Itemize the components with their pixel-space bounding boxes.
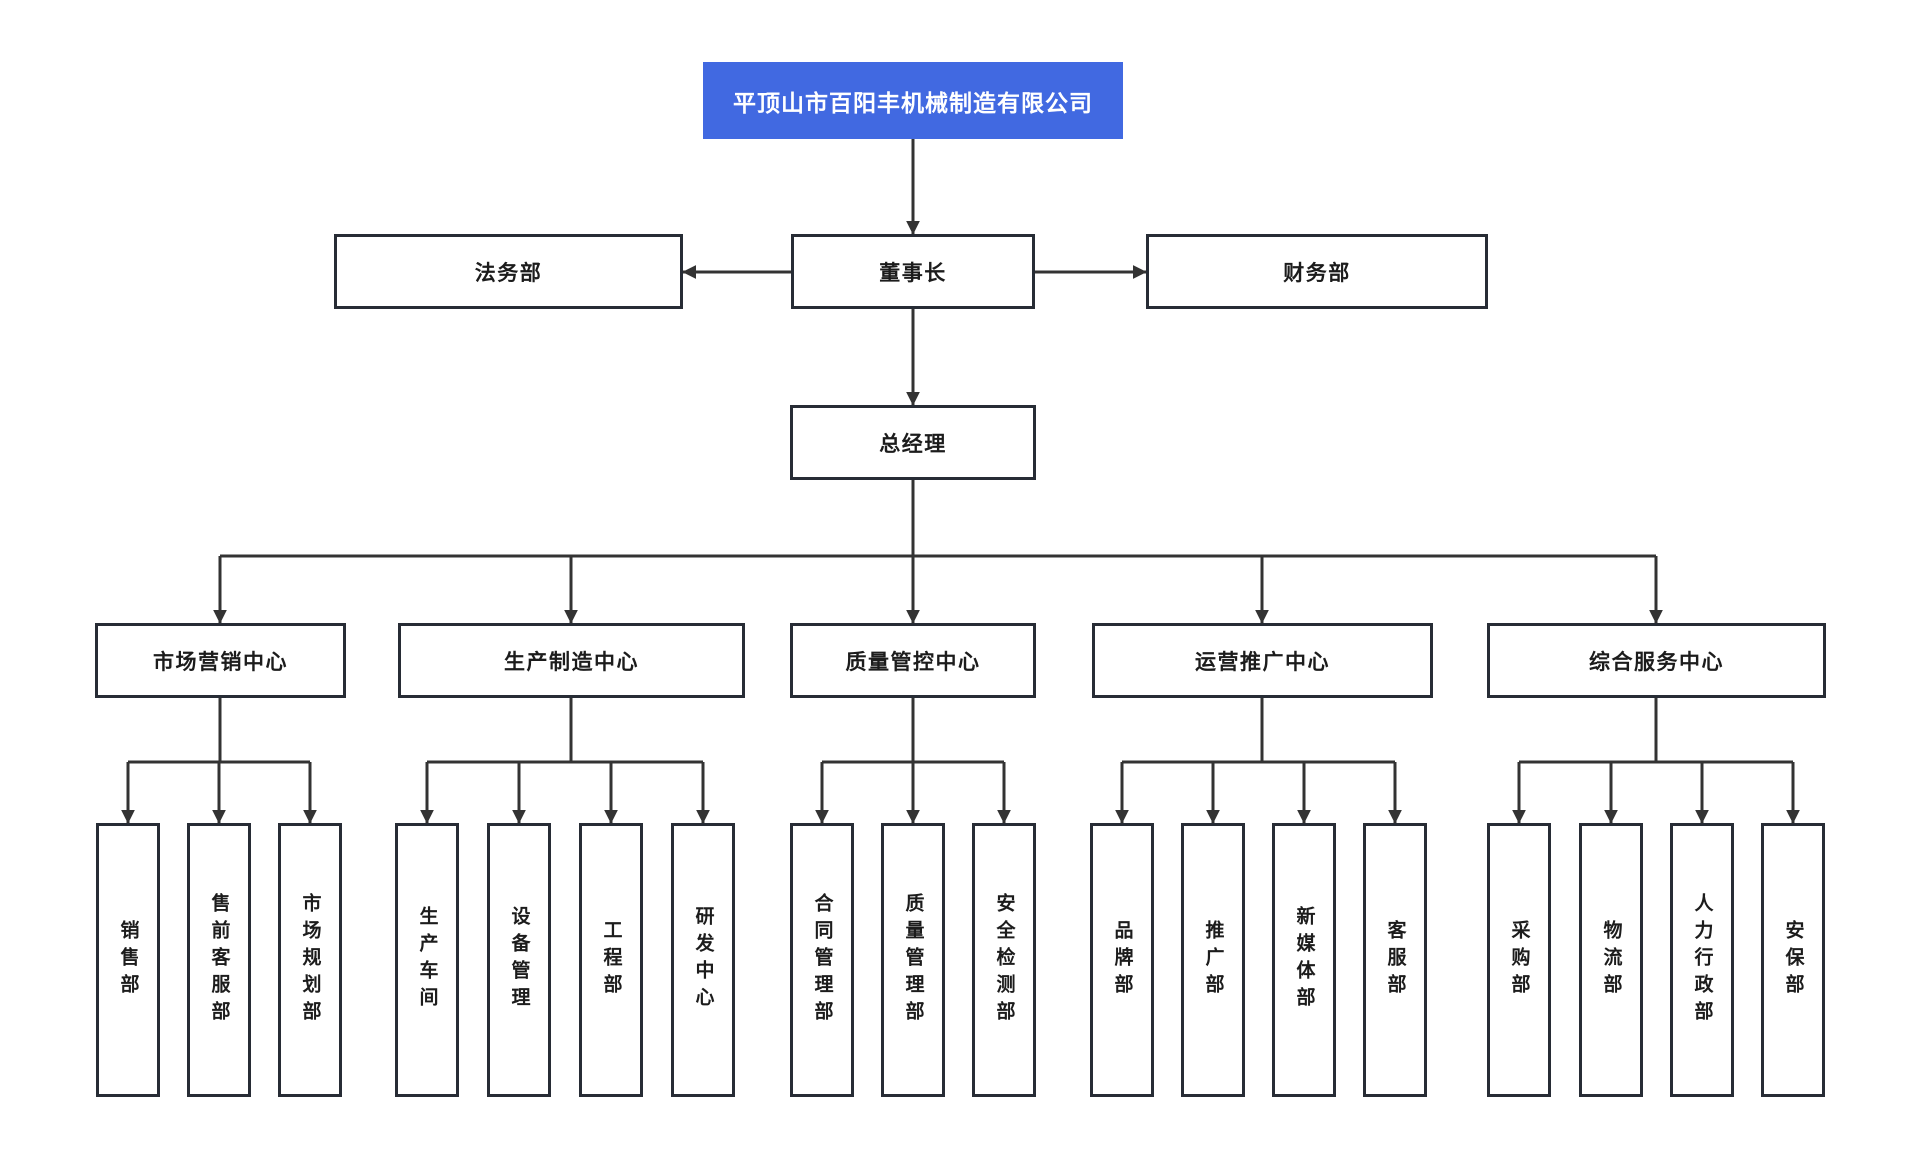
logistics-dept-label: 物流部: [1600, 919, 1622, 1001]
operations-center-label: 运营推广中心: [1195, 650, 1330, 674]
presales-customer-service-dept-label: 售前客服部: [208, 892, 230, 1028]
brand-dept-label: 品牌部: [1111, 919, 1133, 1001]
node-hr-admin-dept: 人力行政部: [1670, 823, 1734, 1097]
node-logistics-dept: 物流部: [1579, 823, 1643, 1097]
contract-management-dept-label: 合同管理部: [811, 892, 833, 1028]
node-legal-dept: 法务部: [334, 234, 683, 309]
node-general-manager: 总经理: [790, 405, 1036, 480]
node-company-root: 平顶山市百阳丰机械制造有限公司: [703, 62, 1123, 139]
services-center-label: 综合服务中心: [1589, 650, 1724, 674]
finance-dept-label: 财务部: [1283, 261, 1351, 285]
node-brand-dept: 品牌部: [1090, 823, 1154, 1097]
node-customer-service-dept: 客服部: [1363, 823, 1427, 1097]
quality-management-dept-label: 质量管理部: [902, 892, 924, 1028]
legal-dept-label: 法务部: [474, 261, 543, 285]
sales-dept-label: 销售部: [117, 919, 139, 1001]
node-finance-dept: 财务部: [1146, 234, 1488, 309]
node-production-workshop: 生产车间: [395, 823, 459, 1097]
node-production-center: 生产制造中心: [398, 623, 745, 698]
node-procurement-dept: 采购部: [1487, 823, 1551, 1097]
quality-center-label: 质量管控中心: [845, 650, 981, 674]
node-chairman: 董事长: [791, 234, 1035, 309]
safety-inspection-dept-label: 安全检测部: [993, 892, 1015, 1028]
node-contract-management-dept: 合同管理部: [790, 823, 854, 1097]
production-center-label: 生产制造中心: [504, 650, 639, 674]
node-promotion-dept: 推广部: [1181, 823, 1245, 1097]
production-workshop-label: 生产车间: [416, 906, 438, 1014]
node-operations-center: 运营推广中心: [1092, 623, 1433, 698]
node-services-center: 综合服务中心: [1487, 623, 1826, 698]
node-quality-center: 质量管控中心: [790, 623, 1036, 698]
node-new-media-dept: 新媒体部: [1272, 823, 1336, 1097]
node-safety-inspection-dept: 安全检测部: [972, 823, 1036, 1097]
market-planning-dept-label: 市场规划部: [299, 892, 321, 1028]
node-sales-dept: 销售部: [96, 823, 160, 1097]
hr-admin-dept-label: 人力行政部: [1691, 892, 1713, 1028]
node-security-dept: 安保部: [1761, 823, 1825, 1097]
rnd-center-label: 研发中心: [692, 906, 714, 1014]
company-root-label: 平顶山市百阳丰机械制造有限公司: [733, 89, 1093, 116]
chairman-label: 董事长: [879, 261, 947, 285]
node-quality-management-dept: 质量管理部: [881, 823, 945, 1097]
procurement-dept-label: 采购部: [1508, 919, 1530, 1001]
node-equipment-management: 设备管理: [487, 823, 551, 1097]
engineering-dept-label: 工程部: [600, 919, 622, 1001]
general-manager-label: 总经理: [879, 432, 947, 456]
customer-service-dept-label: 客服部: [1384, 919, 1406, 1001]
node-market-planning-dept: 市场规划部: [278, 823, 342, 1097]
security-dept-label: 安保部: [1782, 919, 1804, 1001]
node-rnd-center: 研发中心: [671, 823, 735, 1097]
new-media-dept-label: 新媒体部: [1293, 906, 1315, 1014]
node-engineering-dept: 工程部: [579, 823, 643, 1097]
node-marketing-center: 市场营销中心: [95, 623, 346, 698]
equipment-management-label: 设备管理: [508, 906, 530, 1014]
promotion-dept-label: 推广部: [1202, 919, 1224, 1001]
node-presales-customer-service-dept: 售前客服部: [187, 823, 251, 1097]
marketing-center-label: 市场营销中心: [153, 650, 288, 674]
